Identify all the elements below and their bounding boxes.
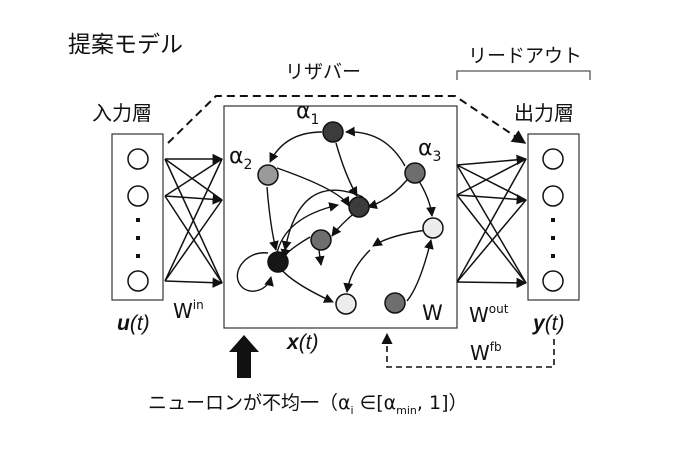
ellipsis-dot bbox=[136, 254, 140, 258]
neuron bbox=[310, 229, 332, 251]
w-in-label: Win bbox=[173, 298, 204, 323]
zoom-dashed-lines bbox=[167, 95, 527, 144]
y-t-label: y(t) bbox=[532, 312, 565, 335]
reservoir-label: リザバー bbox=[285, 61, 361, 83]
input-weight-connections bbox=[164, 153, 224, 288]
ellipsis-dot bbox=[551, 254, 555, 258]
u-t-label: u(t) bbox=[117, 312, 150, 335]
alpha3-label: α3 bbox=[418, 136, 441, 165]
ellipsis-dot bbox=[136, 236, 140, 240]
output-neurons bbox=[542, 148, 564, 292]
feedback-connection bbox=[381, 332, 555, 368]
neuron bbox=[384, 292, 406, 314]
reservoir-nodes bbox=[257, 121, 444, 315]
w-out-label: Wout bbox=[469, 302, 509, 327]
neuron-alpha2 bbox=[257, 164, 279, 186]
w-fb-label: Wfb bbox=[470, 340, 502, 365]
diagram-title: 提案モデル bbox=[68, 32, 183, 58]
alpha1-label: α1 bbox=[296, 99, 319, 128]
neuron-alpha1 bbox=[322, 121, 344, 143]
ellipsis-dot bbox=[551, 218, 555, 222]
readout-bracket bbox=[456, 70, 591, 80]
up-arrow-icon bbox=[229, 335, 259, 378]
ellipsis-dot bbox=[551, 236, 555, 240]
input-neuron bbox=[127, 185, 149, 207]
alpha2-label: α2 bbox=[229, 144, 252, 173]
input-neuron bbox=[127, 148, 149, 170]
readout-label: リードアウト bbox=[468, 45, 582, 67]
x-t-label: x(t) bbox=[286, 331, 319, 354]
neuron bbox=[422, 217, 444, 239]
neuron bbox=[335, 293, 357, 315]
input-layer-label: 入力層 bbox=[92, 101, 152, 125]
output-weight-connections bbox=[456, 154, 528, 289]
output-neuron bbox=[542, 270, 564, 292]
neuron-alpha3 bbox=[404, 162, 426, 184]
input-neuron bbox=[127, 270, 149, 292]
output-neuron bbox=[542, 185, 564, 207]
w-reservoir-label: W bbox=[422, 301, 443, 325]
output-layer-label: 出力層 bbox=[514, 101, 574, 125]
neuron-center bbox=[348, 196, 370, 218]
ellipsis-dot bbox=[136, 218, 140, 222]
caption: ニューロンが不均一（αi ∈[αmin, 1]） bbox=[148, 392, 468, 417]
reservoir-box bbox=[223, 105, 458, 329]
input-neurons bbox=[127, 148, 149, 292]
output-neuron bbox=[542, 148, 564, 170]
neuron-black bbox=[267, 251, 289, 273]
reservoir-internal-edges bbox=[236, 126, 436, 303]
